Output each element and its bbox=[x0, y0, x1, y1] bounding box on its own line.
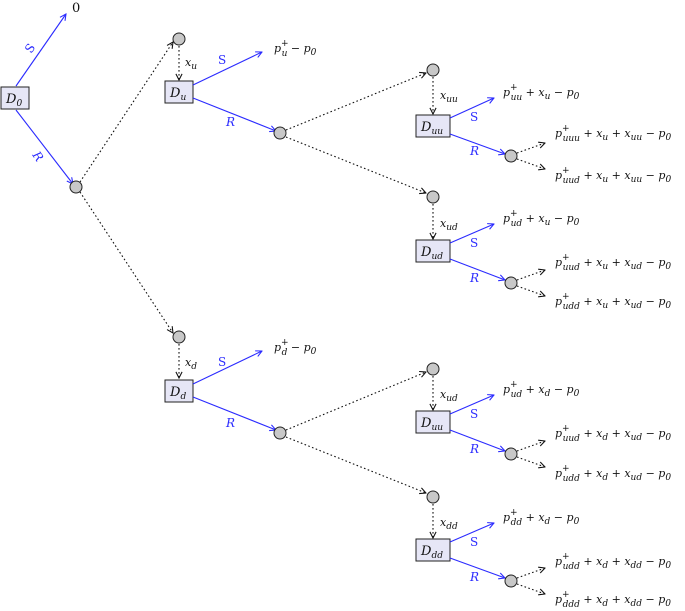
decision-node-Dud bbox=[415, 239, 451, 263]
Ddd-stop-label: S bbox=[470, 535, 478, 549]
edge-u2-down bbox=[285, 136, 426, 193]
decision-label-Dd: Dd bbox=[169, 385, 186, 402]
edge-Dud-stop bbox=[449, 224, 494, 244]
chance-node-uu bbox=[426, 63, 440, 77]
payoff-pudd1: p+udd + xu + xud − p0 bbox=[555, 292, 671, 312]
chance-node-u2 bbox=[273, 126, 287, 140]
x-label-u: xu bbox=[185, 56, 197, 72]
decision-node-Ddd bbox=[415, 538, 451, 562]
decision-label-Ddd: Ddd bbox=[420, 544, 443, 561]
payoff-pddd: p+ddd + xd + xdd − p0 bbox=[555, 590, 671, 610]
edge-Dd-stop bbox=[192, 351, 262, 385]
payoff-pd: p+d − p0 bbox=[274, 338, 317, 358]
edge-Ddd-stop bbox=[449, 523, 494, 543]
decision-node-D0 bbox=[0, 86, 30, 110]
edge-udl2-up bbox=[516, 441, 545, 452]
chance-node-uu2 bbox=[504, 149, 518, 163]
decision-label-Du: Du bbox=[169, 86, 186, 103]
payoff-pdd: p+dd + xd − p0 bbox=[503, 508, 580, 528]
payoff-puud1: p+uud + xu + xuu − p0 bbox=[555, 166, 671, 186]
payoff-pud: p+ud + xu − p0 bbox=[503, 209, 580, 229]
payoff-puud3: p+uud + xd + xud − p0 bbox=[555, 424, 671, 444]
edge-udl2-down bbox=[516, 456, 545, 467]
Duu-lower-run-label: R bbox=[469, 442, 479, 456]
chance-node-u bbox=[172, 32, 186, 46]
edge-uu2-up bbox=[516, 143, 545, 154]
edge-ud2-down bbox=[516, 285, 545, 296]
payoff-pud2: p+ud + xd − p0 bbox=[503, 380, 580, 400]
edge-dd2-down bbox=[516, 583, 545, 594]
payoff-pudd3: p+udd + xd + xdd − p0 bbox=[555, 552, 671, 572]
edge-Duu-stop bbox=[449, 98, 494, 119]
root-stop-label: S bbox=[22, 41, 38, 56]
decision-node-Duu bbox=[415, 114, 451, 138]
decision-label-Dud: Dud bbox=[420, 245, 443, 262]
edge-Du-run bbox=[192, 97, 276, 131]
edge-ud2-up bbox=[516, 270, 545, 281]
decision-node-Du bbox=[164, 80, 194, 104]
Duu-lower-stop-label: S bbox=[470, 407, 478, 421]
edge-Du-stop bbox=[192, 52, 262, 86]
edge-Dd-run bbox=[192, 396, 276, 430]
edge-Duu-lower-run bbox=[449, 429, 505, 451]
Dd-run-label: R bbox=[225, 416, 235, 430]
payoff-puud2: p+uud + xu + xud − p0 bbox=[555, 253, 671, 273]
edge-Duu-run bbox=[449, 133, 505, 154]
chance-node-dd bbox=[426, 490, 440, 504]
edge-Duu-lower-stop bbox=[449, 395, 494, 415]
x-label-dd: xdd bbox=[440, 516, 458, 532]
decision-label-Duu: Duu bbox=[420, 120, 443, 137]
x-label-d: xd bbox=[185, 356, 197, 372]
Du-run-label: R bbox=[225, 115, 235, 129]
Du-stop-label: S bbox=[218, 53, 226, 67]
Duu-run-label: R bbox=[469, 144, 479, 158]
payoff-pu: p+u − p0 bbox=[274, 39, 317, 59]
edge-chance1-down bbox=[79, 191, 173, 333]
root-payoff: 0 bbox=[72, 1, 80, 16]
edge-d2-down bbox=[285, 436, 426, 493]
chance-node-dd2 bbox=[504, 574, 518, 588]
root-run-label: R bbox=[29, 148, 46, 164]
x-label-ud-lower: xud bbox=[440, 388, 458, 404]
decision-label-D0: D0 bbox=[5, 92, 22, 109]
decision-node-Dd bbox=[164, 379, 194, 403]
chance-node-ud2 bbox=[504, 276, 518, 290]
edge-u2-up bbox=[285, 73, 426, 131]
edge-root-run bbox=[15, 109, 73, 184]
payoff-puu: p+uu + xu − p0 bbox=[503, 83, 580, 103]
decision-label-Duu-lower: Duu bbox=[420, 416, 443, 433]
edge-uu2-down bbox=[516, 158, 545, 169]
edge-root-stop bbox=[15, 14, 66, 87]
payoff-puuu: p+uuu + xu + xuu − p0 bbox=[555, 124, 671, 144]
edge-chance1-up bbox=[79, 42, 173, 183]
chance-node-1 bbox=[69, 180, 83, 194]
chance-node-ud-lower2 bbox=[504, 447, 518, 461]
decision-node-Duu-lower bbox=[415, 410, 451, 434]
chance-node-ud bbox=[426, 190, 440, 204]
chance-node-ud-lower bbox=[426, 362, 440, 376]
Duu-stop-label: S bbox=[470, 110, 478, 124]
chance-node-d2 bbox=[273, 426, 287, 440]
edge-Ddd-run bbox=[449, 557, 505, 578]
Dud-stop-label: S bbox=[470, 236, 478, 250]
Ddd-run-label: R bbox=[469, 570, 479, 584]
x-label-ud: xud bbox=[440, 217, 458, 233]
chance-node-d bbox=[172, 330, 186, 344]
edge-Dud-run bbox=[449, 258, 505, 280]
edge-dd2-up bbox=[516, 568, 545, 579]
payoff-pudd2: p+udd + xd + xud − p0 bbox=[555, 464, 671, 484]
Dd-stop-label: S bbox=[218, 355, 226, 369]
x-label-uu: xuu bbox=[440, 89, 458, 105]
edge-d2-up bbox=[285, 372, 426, 431]
Dud-run-label: R bbox=[469, 271, 479, 285]
